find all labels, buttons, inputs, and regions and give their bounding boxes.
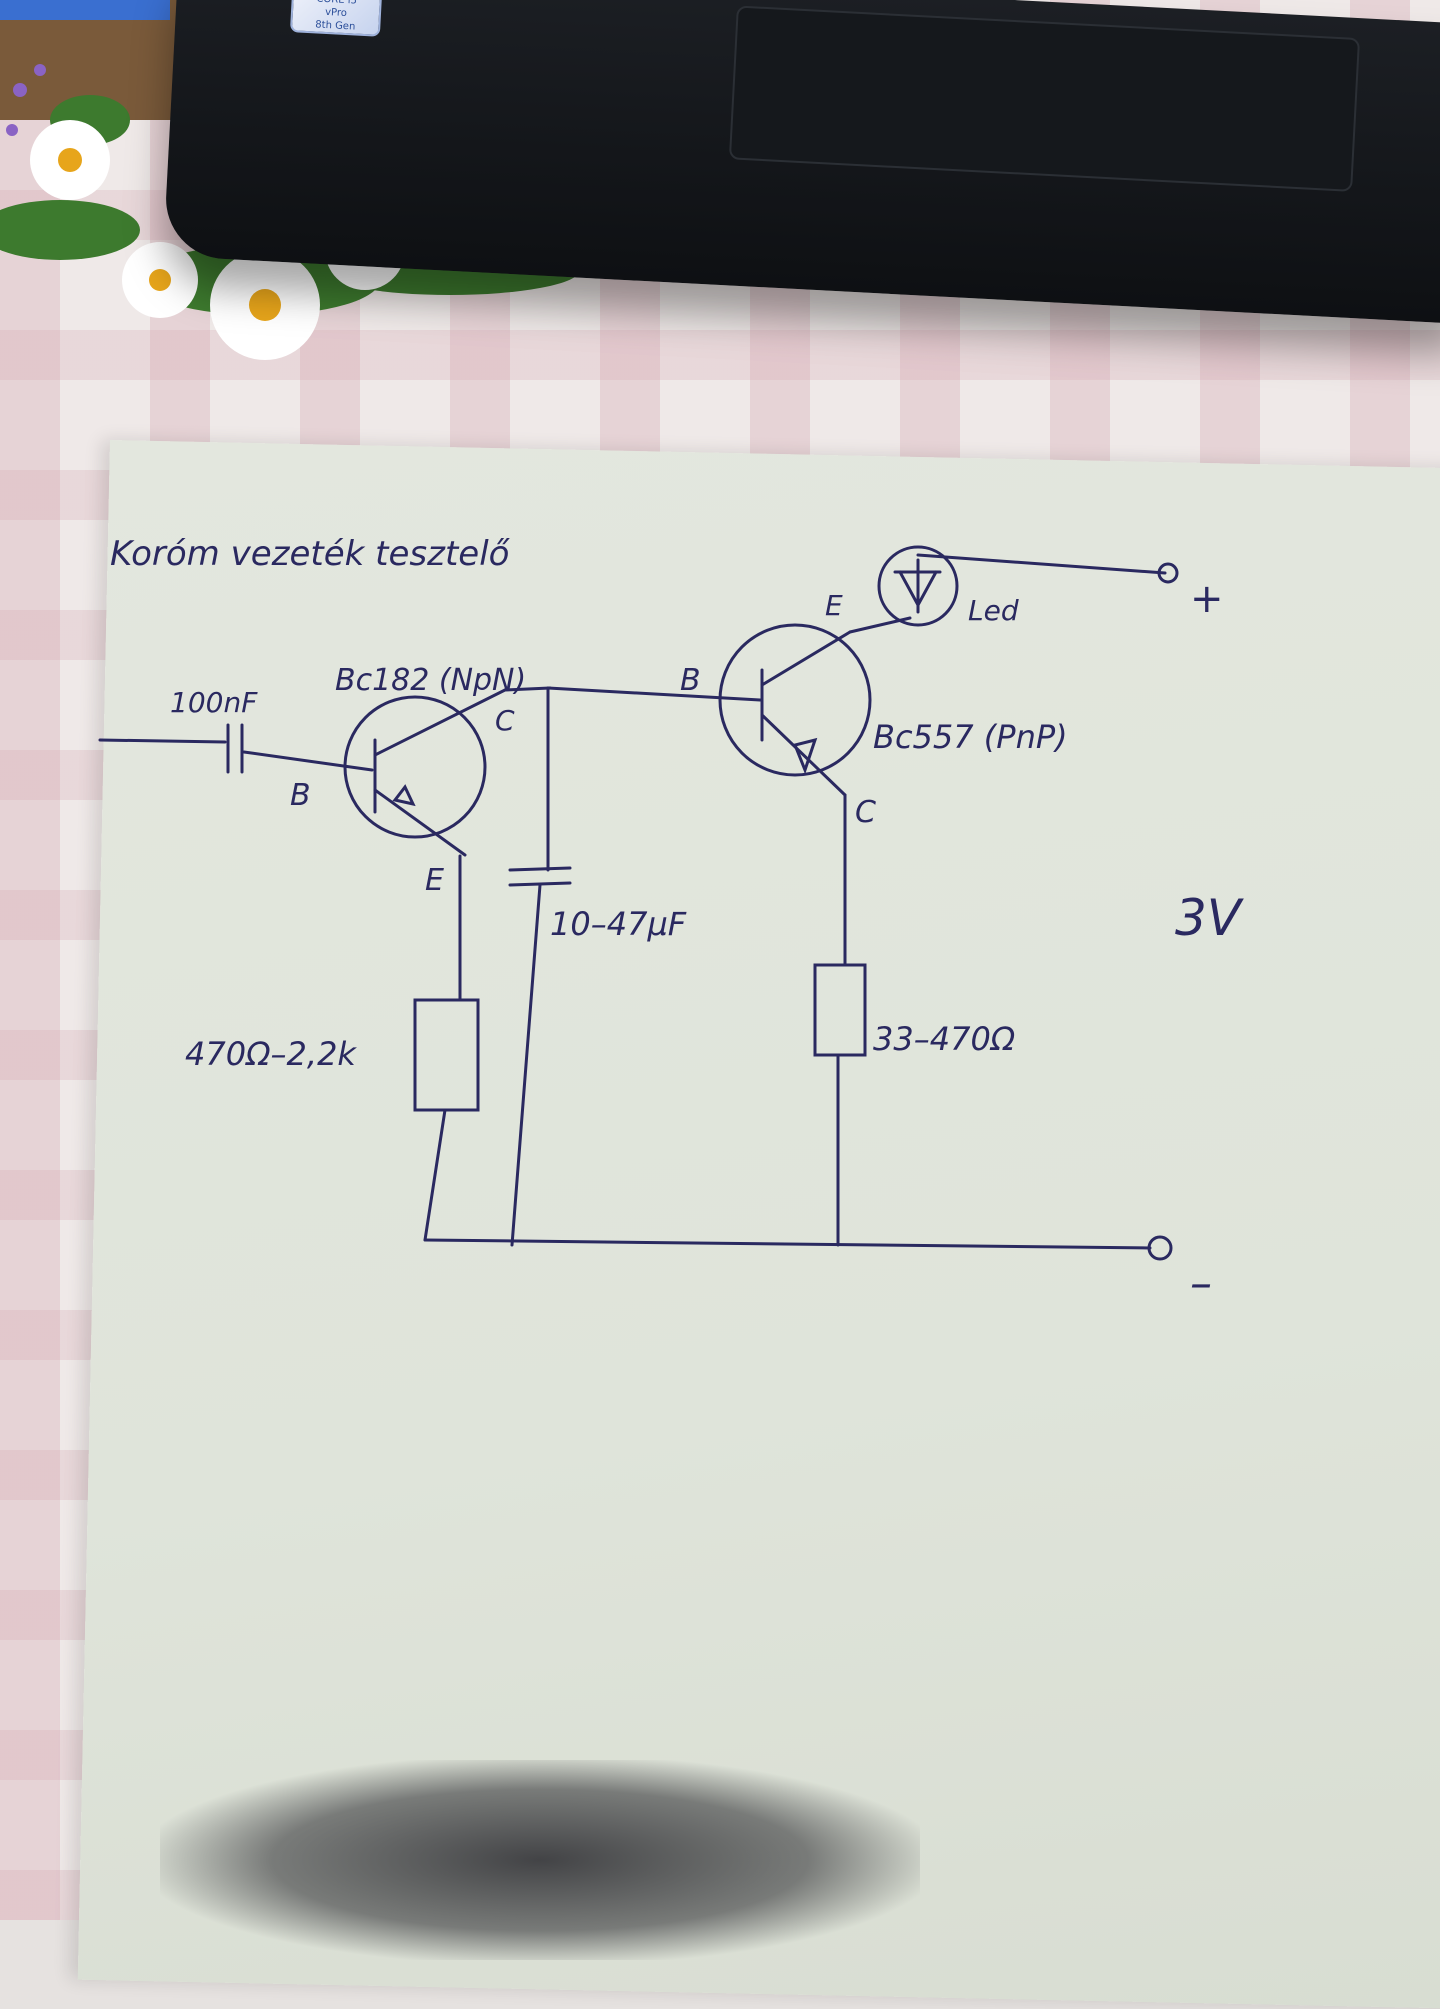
- npn-collector-line: [373, 688, 507, 757]
- label-pnp: Bc557 (PnP): [873, 718, 1068, 756]
- label-pnp-collector: C: [855, 795, 876, 830]
- pnp-collector-line: [760, 713, 847, 797]
- blue-cloth-shape: [0, 0, 170, 20]
- schematic-title: Koróm vezeték tesztelő: [110, 534, 511, 574]
- positive-terminal: [1157, 562, 1179, 584]
- led-triangle-right: [916, 570, 938, 607]
- label-res-collector: 33–470Ω: [873, 1020, 1016, 1058]
- ground-rail: [423, 1238, 1152, 1250]
- pnp-emitter-line: [760, 630, 852, 687]
- pnp-transistor-circle: [718, 623, 872, 777]
- res-collector-body: [813, 963, 867, 1057]
- label-npn-collector: C: [495, 704, 515, 737]
- pnp-collector-arrow: [792, 737, 818, 775]
- cap-timing-plate-top: [508, 866, 572, 872]
- label-npn: Bc182 (NpN): [335, 663, 526, 698]
- circuit-schematic: Koróm vezeték tesztelő 100nF Bc182 (NpN)…: [98, 534, 1245, 1309]
- led-circle: [877, 545, 959, 627]
- input-wire: [98, 738, 227, 744]
- npn-emitter-arrow: [392, 784, 416, 807]
- npn-emitter-line: [373, 788, 467, 857]
- label-cap-in: 100nF: [170, 686, 258, 719]
- label-res-emitter: 470Ω–2,2k: [185, 1035, 357, 1073]
- npn-transistor-circle: [343, 695, 487, 839]
- npn-collector-lead: [503, 686, 552, 692]
- res-emitter-body: [413, 998, 480, 1112]
- positive-rail: [916, 553, 1167, 575]
- label-pnp-emitter: E: [825, 589, 843, 622]
- label-plus: +: [1190, 576, 1224, 622]
- npn-base-wire: [242, 750, 374, 772]
- pnp-base-wire: [546, 686, 762, 702]
- label-minus: –: [1190, 1258, 1212, 1309]
- label-pnp-base: B: [680, 663, 701, 698]
- cap-timing-lower-lead: [510, 883, 542, 1247]
- res-emitter-lead: [423, 1108, 447, 1242]
- led-triangle-left: [898, 570, 920, 607]
- label-npn-emitter: E: [425, 863, 444, 898]
- negative-terminal: [1147, 1235, 1173, 1261]
- label-cap-timing: 10–47μF: [550, 905, 687, 943]
- label-led: Led: [968, 594, 1019, 627]
- label-voltage: 3V: [1175, 889, 1245, 947]
- label-npn-base: B: [290, 778, 311, 813]
